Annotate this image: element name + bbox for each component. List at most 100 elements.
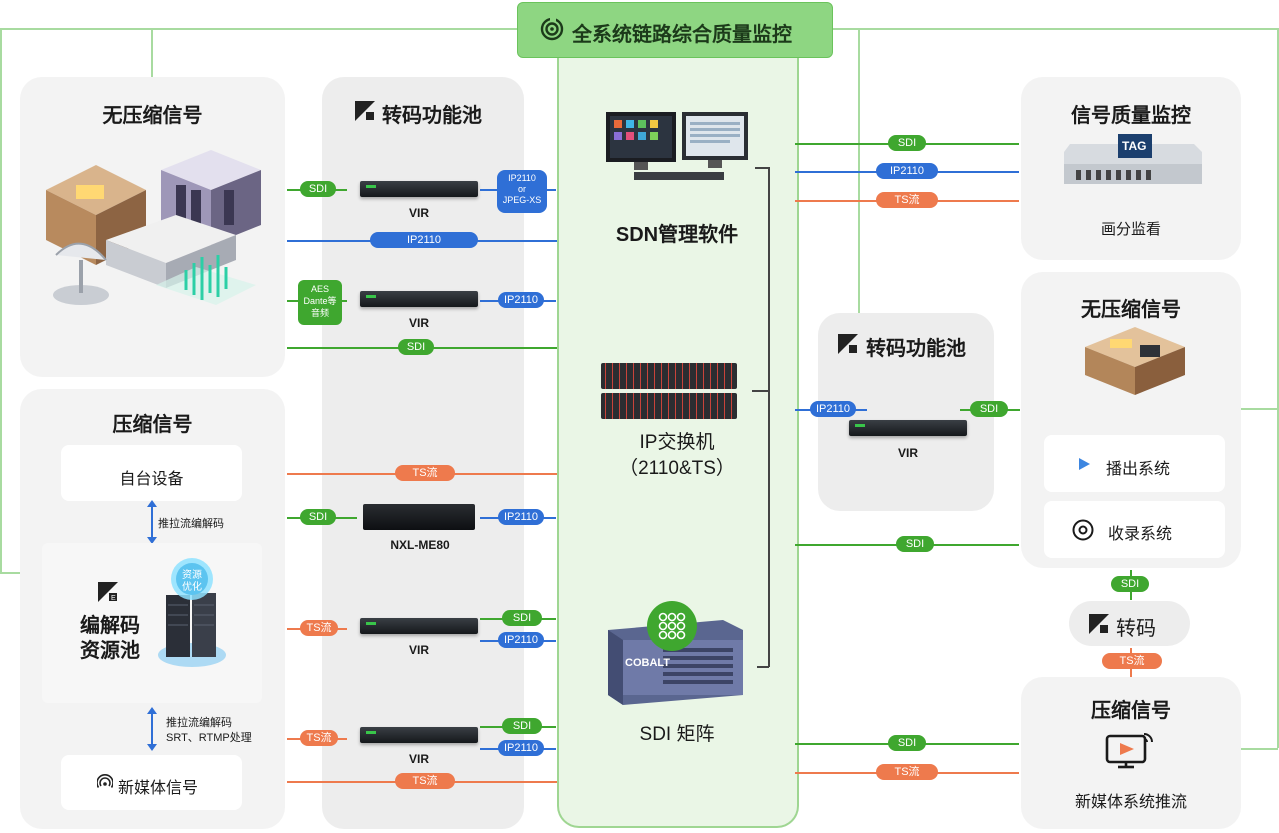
uncompressed-signal-title: 无压缩信号 — [102, 105, 203, 127]
vir-device — [360, 727, 478, 743]
ts-pill: TS流 — [395, 773, 455, 789]
title-bar: 全系统链路综合质量监控 — [517, 2, 833, 58]
signal-swirl-icon — [540, 17, 564, 41]
codec-pool-line: 编解码 — [80, 615, 140, 637]
frame-line — [1277, 28, 1279, 748]
pill-line: IP2110 — [508, 173, 536, 183]
ts-pill: TS流 — [876, 764, 938, 780]
arrow-head — [147, 500, 157, 507]
ip-switch-label: IP交换机 （2110&TS） — [557, 430, 797, 482]
pill-line: JPEG-XS — [502, 195, 542, 205]
vir-label: VIR — [408, 643, 429, 657]
vir-device — [360, 291, 478, 307]
vir-label: VIR — [897, 446, 918, 460]
sdi-pill: SDI — [502, 718, 542, 734]
ip-switch-line: （2110&TS） — [619, 458, 735, 479]
ts-pill: TS流 — [300, 620, 338, 636]
ip-switch-device — [601, 363, 737, 389]
right-uncompressed-title: 无压缩信号 — [1081, 299, 1181, 321]
ip2110-pill: IP2110 — [810, 401, 856, 417]
push-pull-arrow — [151, 505, 153, 540]
transcode-label: 转码 — [1116, 618, 1156, 640]
vir-device — [360, 618, 478, 634]
transcode-grid-icon — [355, 101, 375, 121]
codec-pool-box — [42, 543, 262, 703]
compressed-signal-title: 压缩信号 — [112, 414, 193, 436]
screen-stream-icon — [1105, 733, 1153, 769]
playout-label: 播出系统 — [1106, 461, 1171, 478]
sdn-label: SDN管理软件 — [615, 224, 739, 246]
right-compressed-panel — [1021, 677, 1241, 829]
new-media-label: 新媒体信号 — [118, 780, 199, 797]
ip2110-pill: IP2110 — [876, 163, 938, 179]
frame-line — [0, 28, 2, 573]
arrow-head — [147, 537, 157, 544]
sdi-matrix-device: COBALT — [608, 620, 743, 705]
new-media-box — [61, 755, 242, 810]
self-device-box — [61, 445, 242, 501]
transcode-pool-right-title: 转码功能池 — [866, 338, 966, 360]
push-pull-arrow — [151, 712, 153, 747]
play-triangle-icon — [1079, 458, 1090, 470]
resource-badge-line: 优化 — [182, 582, 202, 593]
page-title: 全系统链路综合质量监控 — [572, 24, 792, 46]
ip2110-pill: IP2110 — [498, 740, 544, 756]
server-rack-illustration — [158, 558, 226, 667]
bracket-line — [768, 167, 770, 667]
nxl-label: NXL-ME80 — [390, 538, 450, 552]
push-pull-label: 推拉流编解码 — [158, 518, 224, 530]
bracket-line — [752, 390, 769, 392]
vir-label: VIR — [408, 316, 429, 330]
ip2110-pill: IP2110 — [370, 232, 478, 248]
ip2110-pill: IP2110 — [498, 632, 544, 648]
frame-line — [1240, 748, 1278, 750]
disc-record-icon — [1072, 519, 1094, 541]
right-compressed-title: 压缩信号 — [1091, 700, 1171, 722]
sdi-pill: SDI — [1111, 576, 1149, 592]
frame-line — [858, 28, 860, 313]
frame-line — [831, 28, 1277, 30]
ip2110-pill: IP2110 — [498, 292, 544, 308]
push-pull-srt-label: 推拉流编解码 SRT、RTMP处理 — [166, 716, 252, 746]
frame-line — [0, 572, 22, 574]
resource-badge: 资源 优化 — [172, 570, 212, 594]
codec-pool-label: 编解码 资源池 — [60, 614, 160, 664]
pill-line: AES — [310, 284, 329, 294]
transcode-grid-icon — [838, 334, 858, 354]
transcode-grid-icon: E — [98, 582, 118, 602]
sdi-pill: SDI — [888, 135, 926, 151]
frame-line — [1240, 408, 1278, 410]
vir-label: VIR — [408, 752, 429, 766]
dot-grid-icon — [647, 601, 697, 651]
sdi-pill: SDI — [398, 339, 434, 355]
aes-dante-pill: AES Dante等 音频 — [298, 280, 342, 325]
bracket-line — [757, 666, 769, 668]
new-media-push-label: 新媒体系统推流 — [1074, 794, 1187, 811]
vir-device — [849, 420, 967, 436]
resource-badge-line: 资源 — [182, 570, 202, 581]
playout-box[interactable] — [1044, 435, 1225, 492]
sdi-pill: SDI — [896, 536, 934, 552]
studio-room-illustration — [1085, 327, 1185, 395]
ts-pill: TS流 — [300, 730, 338, 746]
sdi-pill: SDI — [300, 181, 336, 197]
transcode-pool-left — [322, 77, 524, 829]
arrow-head — [147, 744, 157, 751]
signal-quality-title: 信号质量监控 — [1071, 105, 1191, 127]
transcode-pool-left-title: 转码功能池 — [382, 105, 482, 127]
frame-line — [151, 28, 153, 78]
push-pull-line: SRT、RTMP处理 — [166, 732, 252, 744]
sdi-pill: SDI — [970, 401, 1008, 417]
pill-line: Dante等 — [303, 296, 337, 306]
bracket-line — [755, 167, 769, 169]
sdn-monitors-illustration — [606, 112, 748, 180]
sdi-pill: SDI — [300, 509, 336, 525]
tag-mark: TAG — [1122, 139, 1146, 153]
split-view-label: 画分监看 — [1100, 221, 1161, 238]
ip2110-pill: IP2110 — [498, 509, 544, 525]
ip-switch-line: IP交换机 — [639, 432, 715, 453]
vir-device — [360, 181, 478, 197]
codec-pool-line: 资源池 — [80, 640, 140, 662]
ip-or-jpeg-pill: IP2110 or JPEG-XS — [497, 170, 547, 213]
recording-label: 收录系统 — [1108, 526, 1173, 543]
